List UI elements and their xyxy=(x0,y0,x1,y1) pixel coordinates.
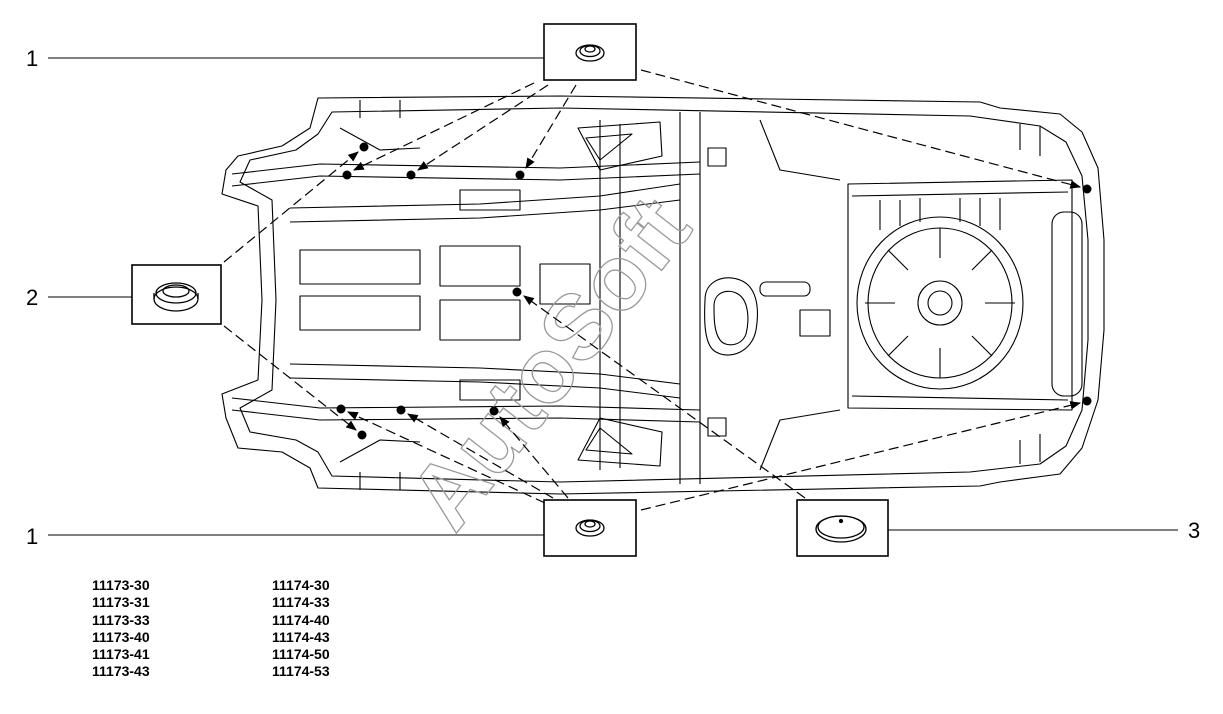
plug-dot xyxy=(406,170,416,180)
callout-box-right xyxy=(796,499,889,557)
plug-dot xyxy=(396,405,406,415)
plug-dot xyxy=(1082,184,1092,194)
model-code: 11174-53 xyxy=(272,663,330,680)
leader-lines xyxy=(223,69,1082,511)
callout-box-left xyxy=(131,264,222,325)
plug-dot xyxy=(336,404,346,414)
model-code: 11174-40 xyxy=(272,611,330,628)
model-code: 11173-33 xyxy=(92,611,150,628)
grommet-icon xyxy=(575,519,605,537)
plug-cap-icon xyxy=(815,515,867,543)
plug-dot xyxy=(1082,396,1092,406)
bushing-icon xyxy=(153,282,199,312)
underbody-outline xyxy=(221,95,1105,495)
model-code: 11173-30 xyxy=(92,577,150,593)
callout-number-1-bottom: 1 xyxy=(26,524,38,549)
model-code: 11173-43 xyxy=(92,663,150,680)
callout-box-top xyxy=(543,23,637,81)
callout-box-bottom xyxy=(543,499,637,557)
model-codes-column-1: 11173-30 11173-31 11173-33 11173-40 1117… xyxy=(92,577,150,681)
model-code: 11173-31 xyxy=(92,594,150,611)
plug-dot xyxy=(342,170,352,180)
callout-number-1-top: 1 xyxy=(26,46,38,71)
model-code: 11174-30 xyxy=(272,577,330,593)
car-underbody-drawing xyxy=(221,95,1105,495)
plug-dot xyxy=(515,170,525,180)
model-codes-column-2: 11174-30 11174-33 11174-40 11174-43 1117… xyxy=(272,577,330,681)
plug-dot xyxy=(489,406,499,416)
plug-dot xyxy=(357,430,367,440)
plug-dot xyxy=(359,142,369,152)
model-code: 11174-50 xyxy=(272,646,330,663)
model-code: 11174-43 xyxy=(272,628,330,645)
callout-lines xyxy=(48,57,1178,536)
callout-number-3: 3 xyxy=(1188,518,1200,543)
grommet-icon xyxy=(575,44,605,62)
model-code: 11173-41 xyxy=(92,646,150,663)
model-code: 11174-33 xyxy=(272,594,330,611)
model-code: 11173-40 xyxy=(92,628,150,645)
callout-number-2: 2 xyxy=(26,285,38,310)
plug-dot xyxy=(512,287,522,297)
plug-locations xyxy=(336,142,1092,440)
